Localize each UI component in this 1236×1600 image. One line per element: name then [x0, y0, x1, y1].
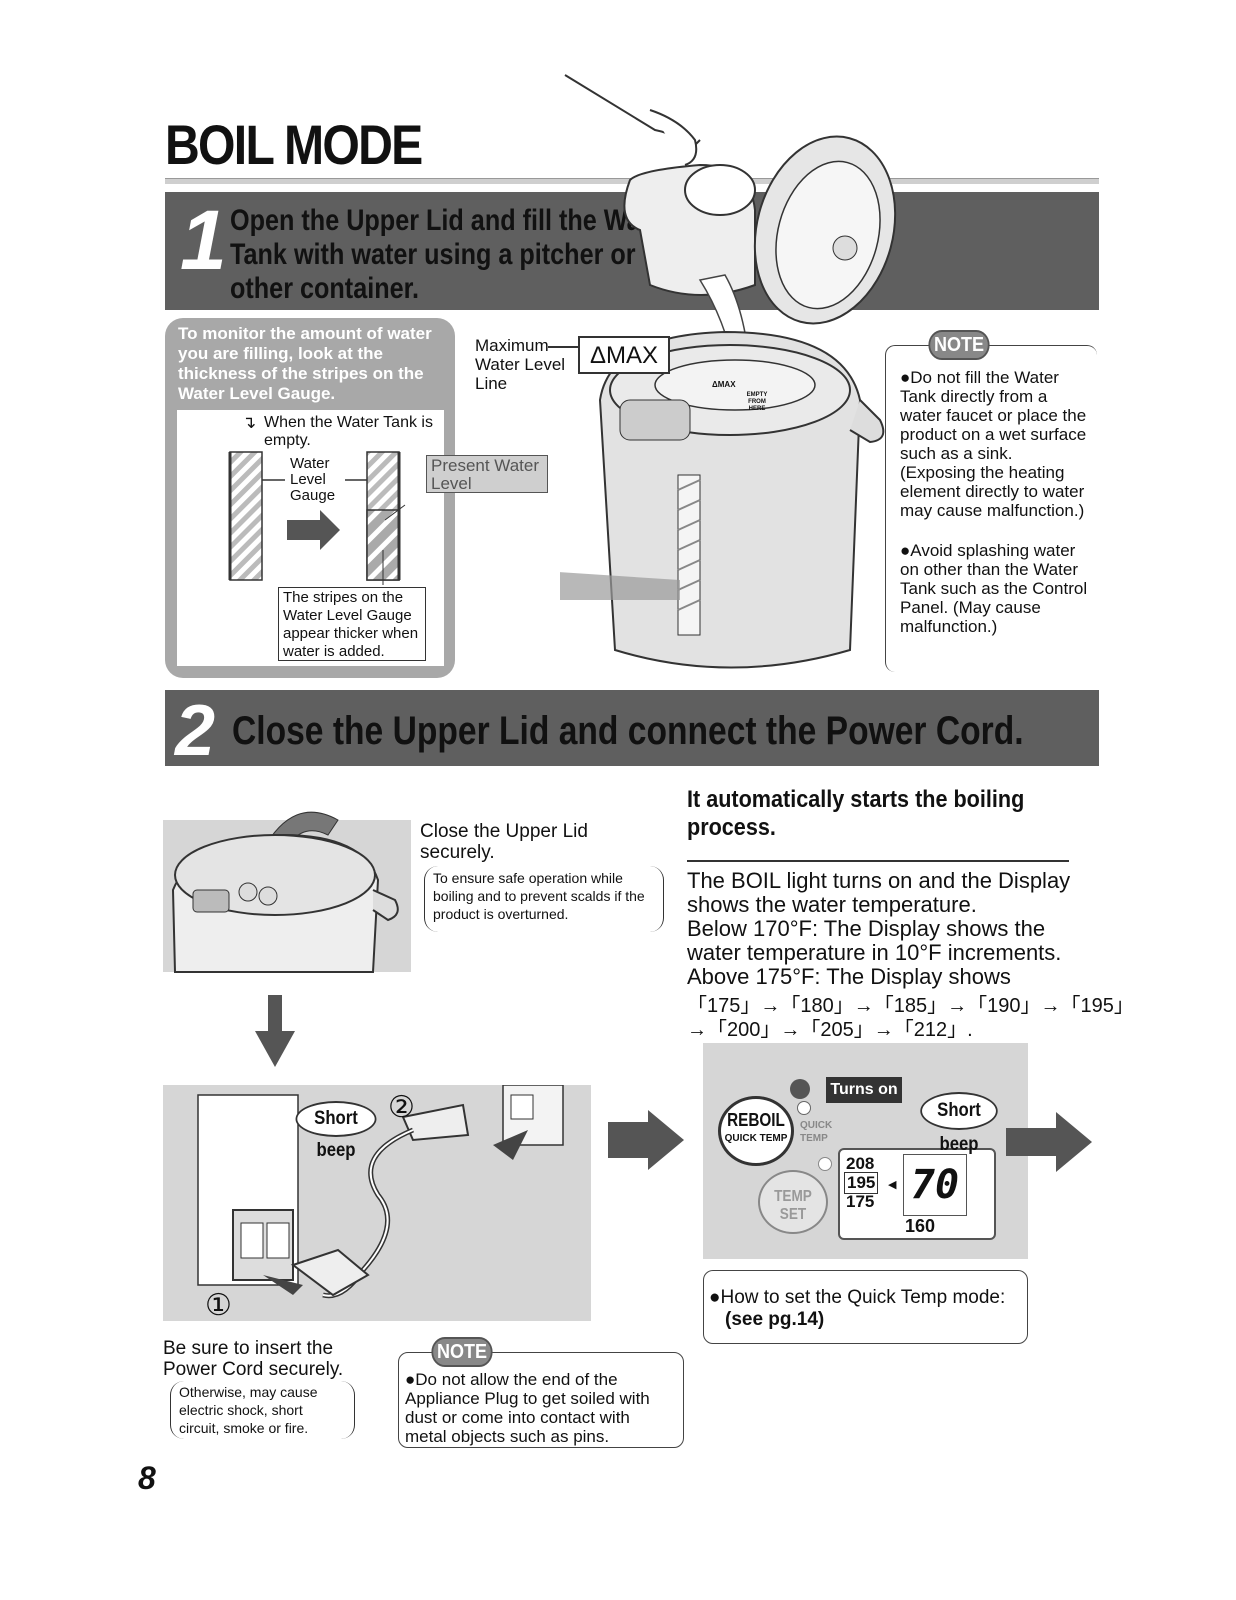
- max-mark-box: ΔMAX: [578, 336, 670, 374]
- auto-boil-divider: [687, 860, 1069, 862]
- quick-temp-light-icon: [797, 1101, 811, 1115]
- step2-number: 2: [175, 691, 216, 771]
- quick-temp-note-text: How to set the Quick Temp mode:: [709, 1287, 1023, 1309]
- gauge-illustration: [228, 451, 406, 585]
- insert-cord-text: Be sure to insert the Power Cord securel…: [163, 1338, 344, 1380]
- temp-label: TEMP: [800, 1133, 828, 1144]
- cord-short-beep: Short beep: [295, 1101, 377, 1161]
- temp-set-light-icon: [818, 1157, 832, 1171]
- quick-label: QUICK: [800, 1120, 833, 1131]
- turns-on-label: Turns on: [826, 1077, 902, 1103]
- note2-item-1: Do not allow the end of the Appliance Pl…: [405, 1370, 675, 1446]
- insert-cord-sub: Otherwise, may cause electric shock, sho…: [170, 1381, 355, 1439]
- note1-item-2: Avoid splashing water on other than the …: [900, 541, 1090, 636]
- next-arrow-shaft: [1006, 1128, 1056, 1156]
- temp-208: 208: [846, 1154, 875, 1173]
- auto-boil-p1: The BOIL light turns on and the Display …: [687, 868, 1071, 917]
- max-water-label: Maximum Water Level Line: [475, 336, 566, 393]
- panel-short-beep: Short beep: [920, 1092, 998, 1155]
- note2-label: NOTE: [431, 1337, 493, 1367]
- quick-temp-note-box: [703, 1270, 1028, 1344]
- close-lid-drawing: [171, 811, 399, 973]
- page-title: BOIL MODE: [165, 113, 423, 176]
- stripes-note: The stripes on the Water Level Gauge app…: [278, 587, 426, 661]
- cord-step-a: ①: [205, 1289, 232, 1322]
- reboil-sublabel: QUICK TEMP: [724, 1133, 788, 1144]
- empty-tank-label: When the Water Tank is empty.: [264, 414, 433, 449]
- temperature-display: 70: [903, 1154, 967, 1216]
- auto-boil-seq2: →「200」→「205」→「212」.: [687, 1019, 973, 1041]
- auto-boil-p2: Below 170°F: The Display shows the water…: [687, 916, 1062, 965]
- step2-text: Close the Upper Lid and connect the Powe…: [232, 709, 1024, 753]
- step1-text: Open the Upper Lid and fill the Water Ta…: [230, 204, 673, 305]
- pitcher-pot-illustration: [560, 74, 897, 669]
- temp-set-button[interactable]: [758, 1170, 828, 1234]
- temp-195: 195: [844, 1172, 879, 1194]
- power-cord-drawing: [197, 1085, 564, 1299]
- right-arrow-shaft: [608, 1122, 650, 1158]
- pot-max-mark: ΔMAX: [712, 380, 736, 389]
- step2-band: [165, 690, 1099, 766]
- temp-175: 175: [846, 1192, 875, 1211]
- selected-temp-marker-icon: ◀: [888, 1179, 897, 1191]
- down-arrow-icon: [255, 995, 295, 1067]
- right-arrow-icon: [648, 1110, 684, 1170]
- temp-set-label: TEMP SET: [774, 1188, 812, 1223]
- auto-boil-p3: Above 175°F: The Display shows: [687, 964, 1011, 989]
- present-level-label: Present Water Level: [426, 455, 548, 493]
- cord-step-b: ②: [388, 1091, 415, 1124]
- page-number: 8: [138, 1460, 156, 1496]
- next-arrow-icon: [1056, 1112, 1092, 1172]
- pot-empty-mark: EMPTY FROM HERE: [746, 392, 768, 412]
- boil-light-icon: [790, 1079, 810, 1099]
- note1-label: NOTE: [928, 330, 990, 360]
- max-callout-line: [548, 346, 578, 348]
- quick-temp-ref-link[interactable]: (see pg.14): [725, 1309, 825, 1330]
- reboil-button[interactable]: [718, 1096, 794, 1166]
- gauge-label: Water Level Gauge: [290, 455, 336, 504]
- step1-number: 1: [180, 193, 227, 287]
- close-lid-text: Close the Upper Lid securely.: [420, 821, 588, 863]
- note1-item-1: Do not fill the Water Tank directly from…: [900, 368, 1090, 520]
- reboil-label: REBOIL: [727, 1110, 785, 1130]
- auto-boil-seq1: 「175」→「180」→「185」→「190」→「195」: [687, 995, 1134, 1017]
- close-lid-sub: To ensure safe operation while boiling a…: [424, 866, 664, 932]
- auto-boil-heading: It automatically starts the boiling proc…: [687, 786, 1025, 841]
- monitor-heading: To monitor the amount of water you are f…: [178, 324, 432, 403]
- temp-160: 160: [905, 1216, 936, 1236]
